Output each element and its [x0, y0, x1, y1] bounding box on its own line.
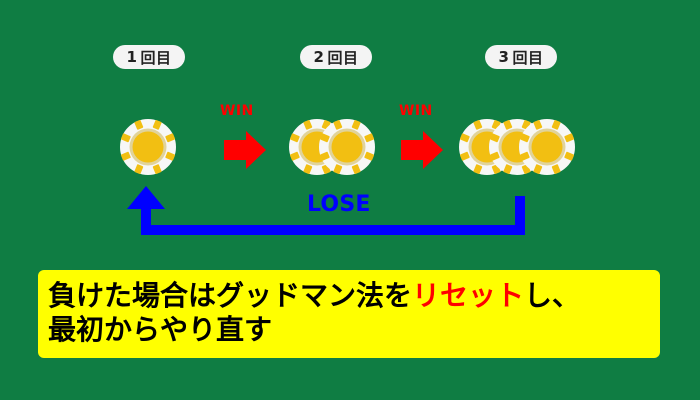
chips-layer	[120, 119, 575, 175]
chip-edge-mark	[351, 119, 361, 130]
chip-edge-mark	[303, 119, 313, 130]
chip-edge-mark	[120, 133, 131, 143]
chip-edge-mark	[134, 164, 144, 175]
chip-edge-mark	[473, 119, 483, 130]
round-label-1: 1 回目	[113, 45, 185, 69]
chip-edge-mark	[319, 133, 330, 143]
round-label-text-2: 回目	[327, 48, 359, 67]
chip-edge-mark	[333, 119, 343, 130]
chip-edge-mark	[533, 164, 543, 175]
chip-center	[132, 131, 164, 163]
chip-3	[319, 119, 375, 175]
chip-edge-mark	[165, 133, 176, 143]
chip-6	[519, 119, 575, 175]
round-number-1: 1	[126, 48, 138, 66]
chip-edge-mark	[564, 151, 575, 161]
chip-edge-mark	[152, 119, 162, 130]
chip-edge-mark	[364, 133, 375, 143]
chip-1	[120, 119, 176, 175]
reset-note-box: 負けた場合はグッドマン法をリセットし、 最初からやり直す	[38, 270, 660, 358]
win-arrow-2-shape	[401, 131, 443, 169]
note-line-1-highlight: リセット	[412, 279, 525, 312]
note-line-2: 最初からやり直す	[48, 313, 273, 346]
round-label-3: 3 回目	[485, 45, 557, 69]
chip-edge-mark	[503, 164, 513, 175]
round-label-text-1: 回目	[140, 48, 172, 67]
note-line-1: 負けた場合はグッドマン法をリセットし、	[48, 279, 648, 313]
win-arrow-1-shape	[224, 131, 266, 169]
lose-label: LOSE	[307, 192, 371, 217]
chip-edge-mark	[134, 119, 144, 130]
chip-edge-mark	[303, 164, 313, 175]
note-line-1-after: し、	[524, 279, 581, 312]
chip-center	[531, 131, 563, 163]
win-label-1: WIN	[220, 103, 254, 119]
chip-center	[331, 131, 363, 163]
chip-edge-mark	[289, 151, 300, 161]
chip-edge-mark	[519, 133, 530, 143]
round-label-text-3: 回目	[512, 48, 544, 67]
lose-arrow-line	[141, 196, 525, 235]
chip-edge-mark	[551, 119, 561, 130]
round-number-3: 3	[498, 48, 510, 66]
lose-arrow	[127, 186, 525, 235]
win-arrow-2	[401, 131, 443, 169]
chip-edge-mark	[165, 151, 176, 161]
round-number-2: 2	[313, 48, 325, 66]
chip-edge-mark	[564, 133, 575, 143]
chip-edge-mark	[551, 164, 561, 175]
chip-edge-mark	[503, 119, 513, 130]
chip-edge-mark	[364, 151, 375, 161]
chip-edge-mark	[289, 133, 300, 143]
lose-arrow-head	[127, 186, 165, 209]
chip-edge-mark	[519, 151, 530, 161]
chip-edge-mark	[489, 151, 500, 161]
chip-edge-mark	[533, 119, 543, 130]
chip-edge-mark	[351, 164, 361, 175]
chip-edge-mark	[319, 151, 330, 161]
chip-edge-mark	[120, 151, 131, 161]
chip-edge-mark	[489, 133, 500, 143]
round-label-2: 2 回目	[300, 45, 372, 69]
chip-edge-mark	[152, 164, 162, 175]
chip-edge-mark	[473, 164, 483, 175]
chip-edge-mark	[459, 151, 470, 161]
win-label-2: WIN	[399, 103, 433, 119]
chip-edge-mark	[459, 133, 470, 143]
note-line-1-before: 負けた場合はグッドマン法を	[48, 279, 413, 312]
win-arrow-1	[224, 131, 266, 169]
chip-edge-mark	[333, 164, 343, 175]
